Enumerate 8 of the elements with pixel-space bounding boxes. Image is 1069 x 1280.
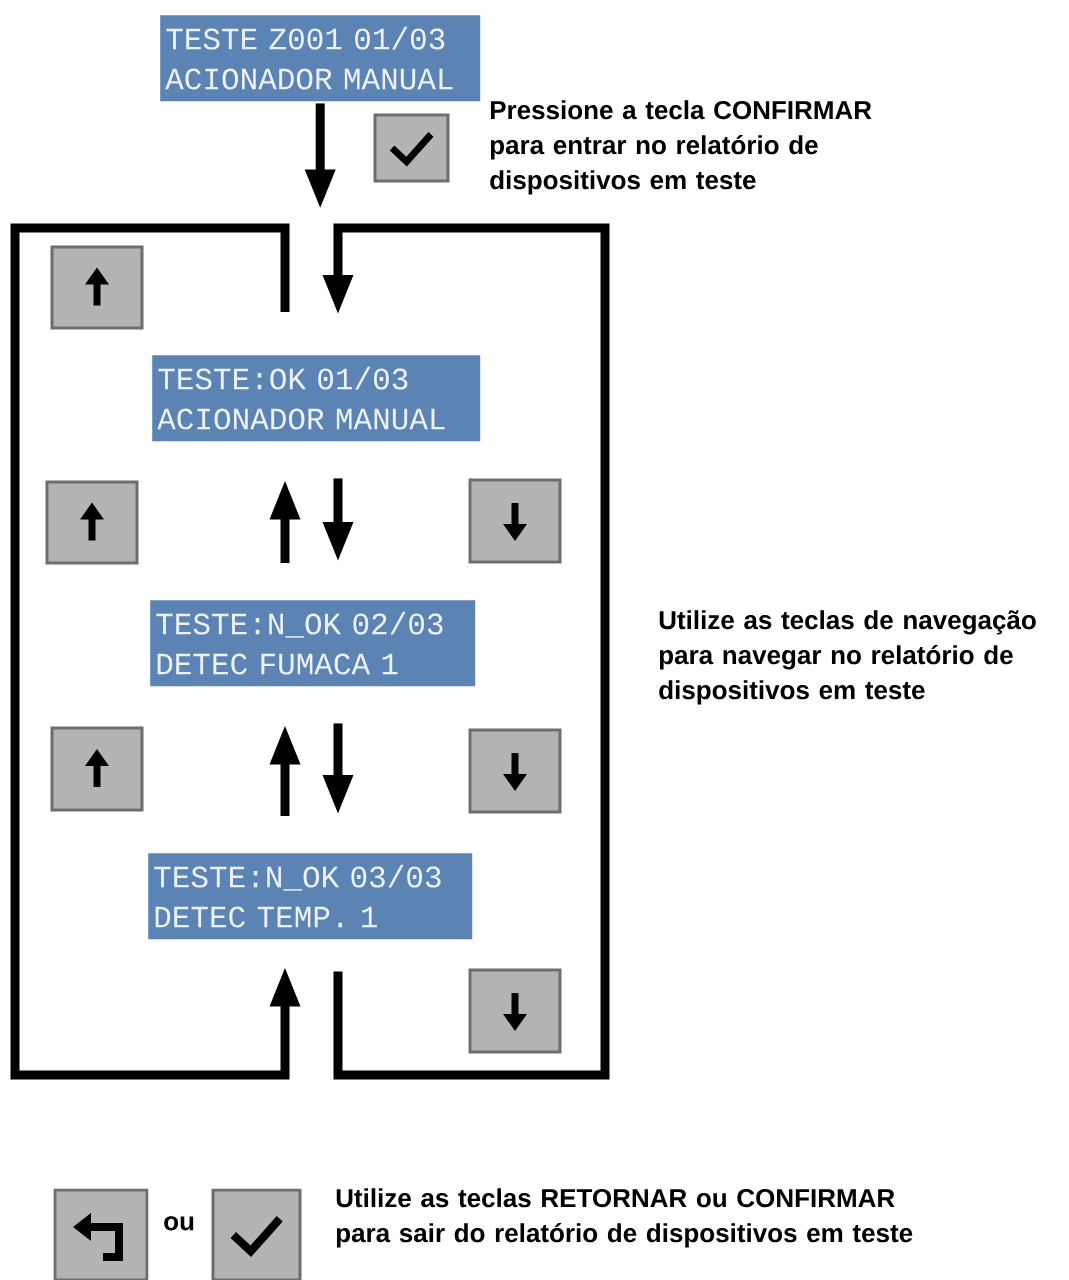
lcd-display: TESTE:N_OK 03/03 DETEC TEMP. 1 [148,853,473,940]
instruction-text: Utilize as teclas RETORNAR ou CONFIRMAR para sair do relatório de dispositivos em teste [336,1188,913,1248]
instruction-text: ou [164,1216,194,1231]
lcd-display: TESTE:OK 01/03 ACIONADOR MANUAL [152,355,481,442]
lcd-display: TESTE:N_OK 02/03 DETEC FUMACA 1 [150,600,476,687]
instruction-text: Pressione a tecla CONFIRMAR para entrar no relatório de dispositivos em teste [490,100,872,195]
lcd-display: TESTE Z001 01/03 ACIONADOR MANUAL [160,15,481,102]
instruction-text: Utilize as teclas de navegação para navegar no relatório de dispositivos em teste [659,610,1036,705]
